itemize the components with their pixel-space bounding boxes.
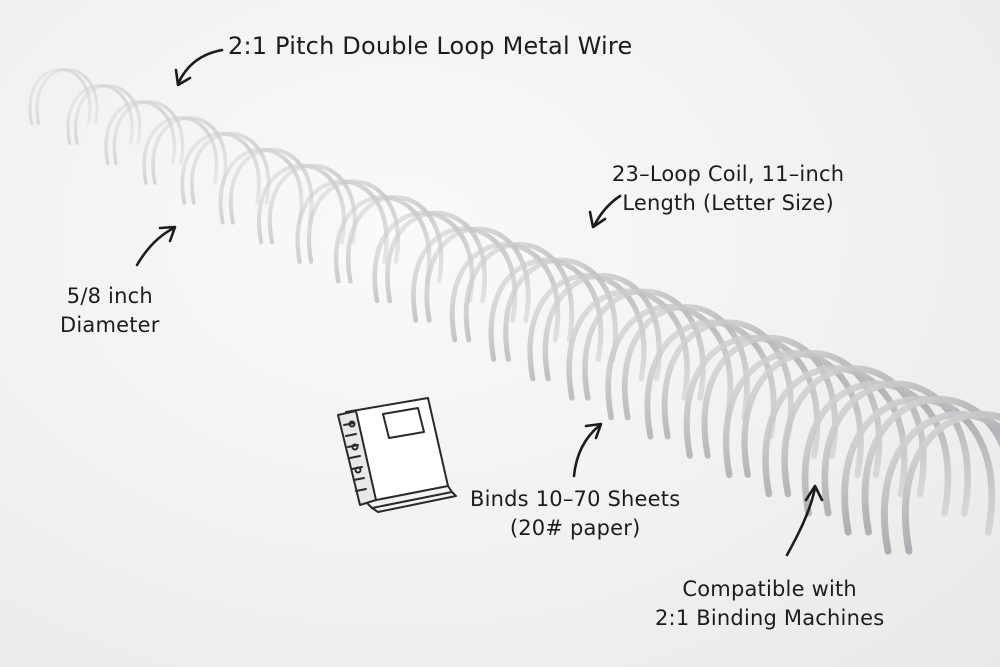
notebook-sketch-icon xyxy=(337,397,457,513)
label-diameter: 5/8 inch Diameter xyxy=(60,284,160,337)
arrow-to-wire-type xyxy=(174,48,224,87)
wire-loop xyxy=(661,319,794,440)
arrow-to-diameter xyxy=(135,225,177,267)
wire-loop xyxy=(112,100,185,165)
wire-loop xyxy=(901,411,1000,555)
wire-loop xyxy=(74,83,142,146)
wire-loop xyxy=(229,147,314,225)
wire-loop xyxy=(463,242,575,343)
wire-loop xyxy=(503,257,618,362)
wire-loop xyxy=(542,273,662,382)
wire-loop xyxy=(190,131,271,205)
label-sheets: Binds 10–70 Sheets (20# paper) xyxy=(470,487,681,540)
arrow-to-compatibility xyxy=(785,484,824,557)
wire-loop xyxy=(622,303,750,421)
label-coil-length: 23–Loop Coil, 11–inch Length (Letter Siz… xyxy=(612,162,845,215)
wire-loop xyxy=(861,395,1000,536)
label-wire-type: 2:1 Pitch Double Loop Metal Wire xyxy=(228,32,633,60)
wire-loop xyxy=(781,365,927,498)
wire-loops xyxy=(28,67,1000,555)
arrow-to-sheets xyxy=(572,422,603,478)
wire-loop xyxy=(346,195,444,284)
wire-loop xyxy=(424,226,531,323)
wire-loop xyxy=(151,116,228,185)
wire-loop xyxy=(35,67,99,126)
arrow-to-coil-length xyxy=(588,194,622,229)
wire-loop xyxy=(821,380,972,517)
label-compatibility: Compatible with 2:1 Binding Machines xyxy=(655,577,885,630)
wire-loop xyxy=(582,288,706,401)
